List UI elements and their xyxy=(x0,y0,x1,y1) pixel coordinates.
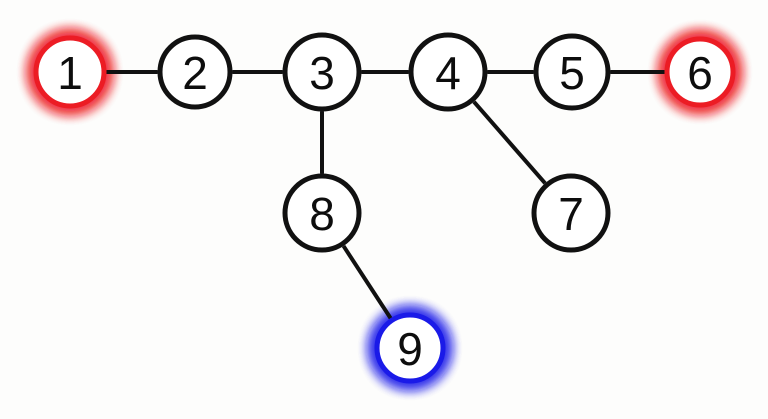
node-label-6: 6 xyxy=(687,47,713,99)
node-label-9: 9 xyxy=(397,323,423,375)
edge-layer xyxy=(106,70,665,320)
node-circle-2[interactable] xyxy=(157,34,233,110)
edge-4-7 xyxy=(472,100,547,185)
edge-8-9 xyxy=(341,244,393,320)
node-1[interactable]: 1 xyxy=(33,35,107,109)
node-6[interactable]: 6 xyxy=(664,36,736,108)
node-5[interactable]: 5 xyxy=(533,33,611,111)
node-layer: 1 2 3 4 5 6 7 8 9 xyxy=(33,32,736,384)
node-3[interactable]: 3 xyxy=(282,32,362,112)
node-9[interactable]: 9 xyxy=(374,312,446,384)
node-label-4: 4 xyxy=(435,47,461,99)
node-circle-5[interactable] xyxy=(533,33,611,111)
node-label-1: 1 xyxy=(57,47,83,99)
node-label-8: 8 xyxy=(309,188,335,240)
node-label-2: 2 xyxy=(182,47,208,99)
node-circle-1[interactable] xyxy=(33,35,107,109)
node-label-3: 3 xyxy=(309,47,335,99)
node-circle-9[interactable] xyxy=(374,312,446,384)
node-2[interactable]: 2 xyxy=(157,34,233,110)
node-circle-8[interactable] xyxy=(282,173,362,253)
node-4[interactable]: 4 xyxy=(408,32,488,112)
node-7[interactable]: 7 xyxy=(531,173,611,253)
node-circle-6[interactable] xyxy=(664,36,736,108)
node-circle-3[interactable] xyxy=(282,32,362,112)
node-circle-4[interactable] xyxy=(408,32,488,112)
node-label-7: 7 xyxy=(558,188,584,240)
node-label-5: 5 xyxy=(559,47,585,99)
node-circle-7[interactable] xyxy=(531,173,611,253)
node-8[interactable]: 8 xyxy=(282,173,362,253)
